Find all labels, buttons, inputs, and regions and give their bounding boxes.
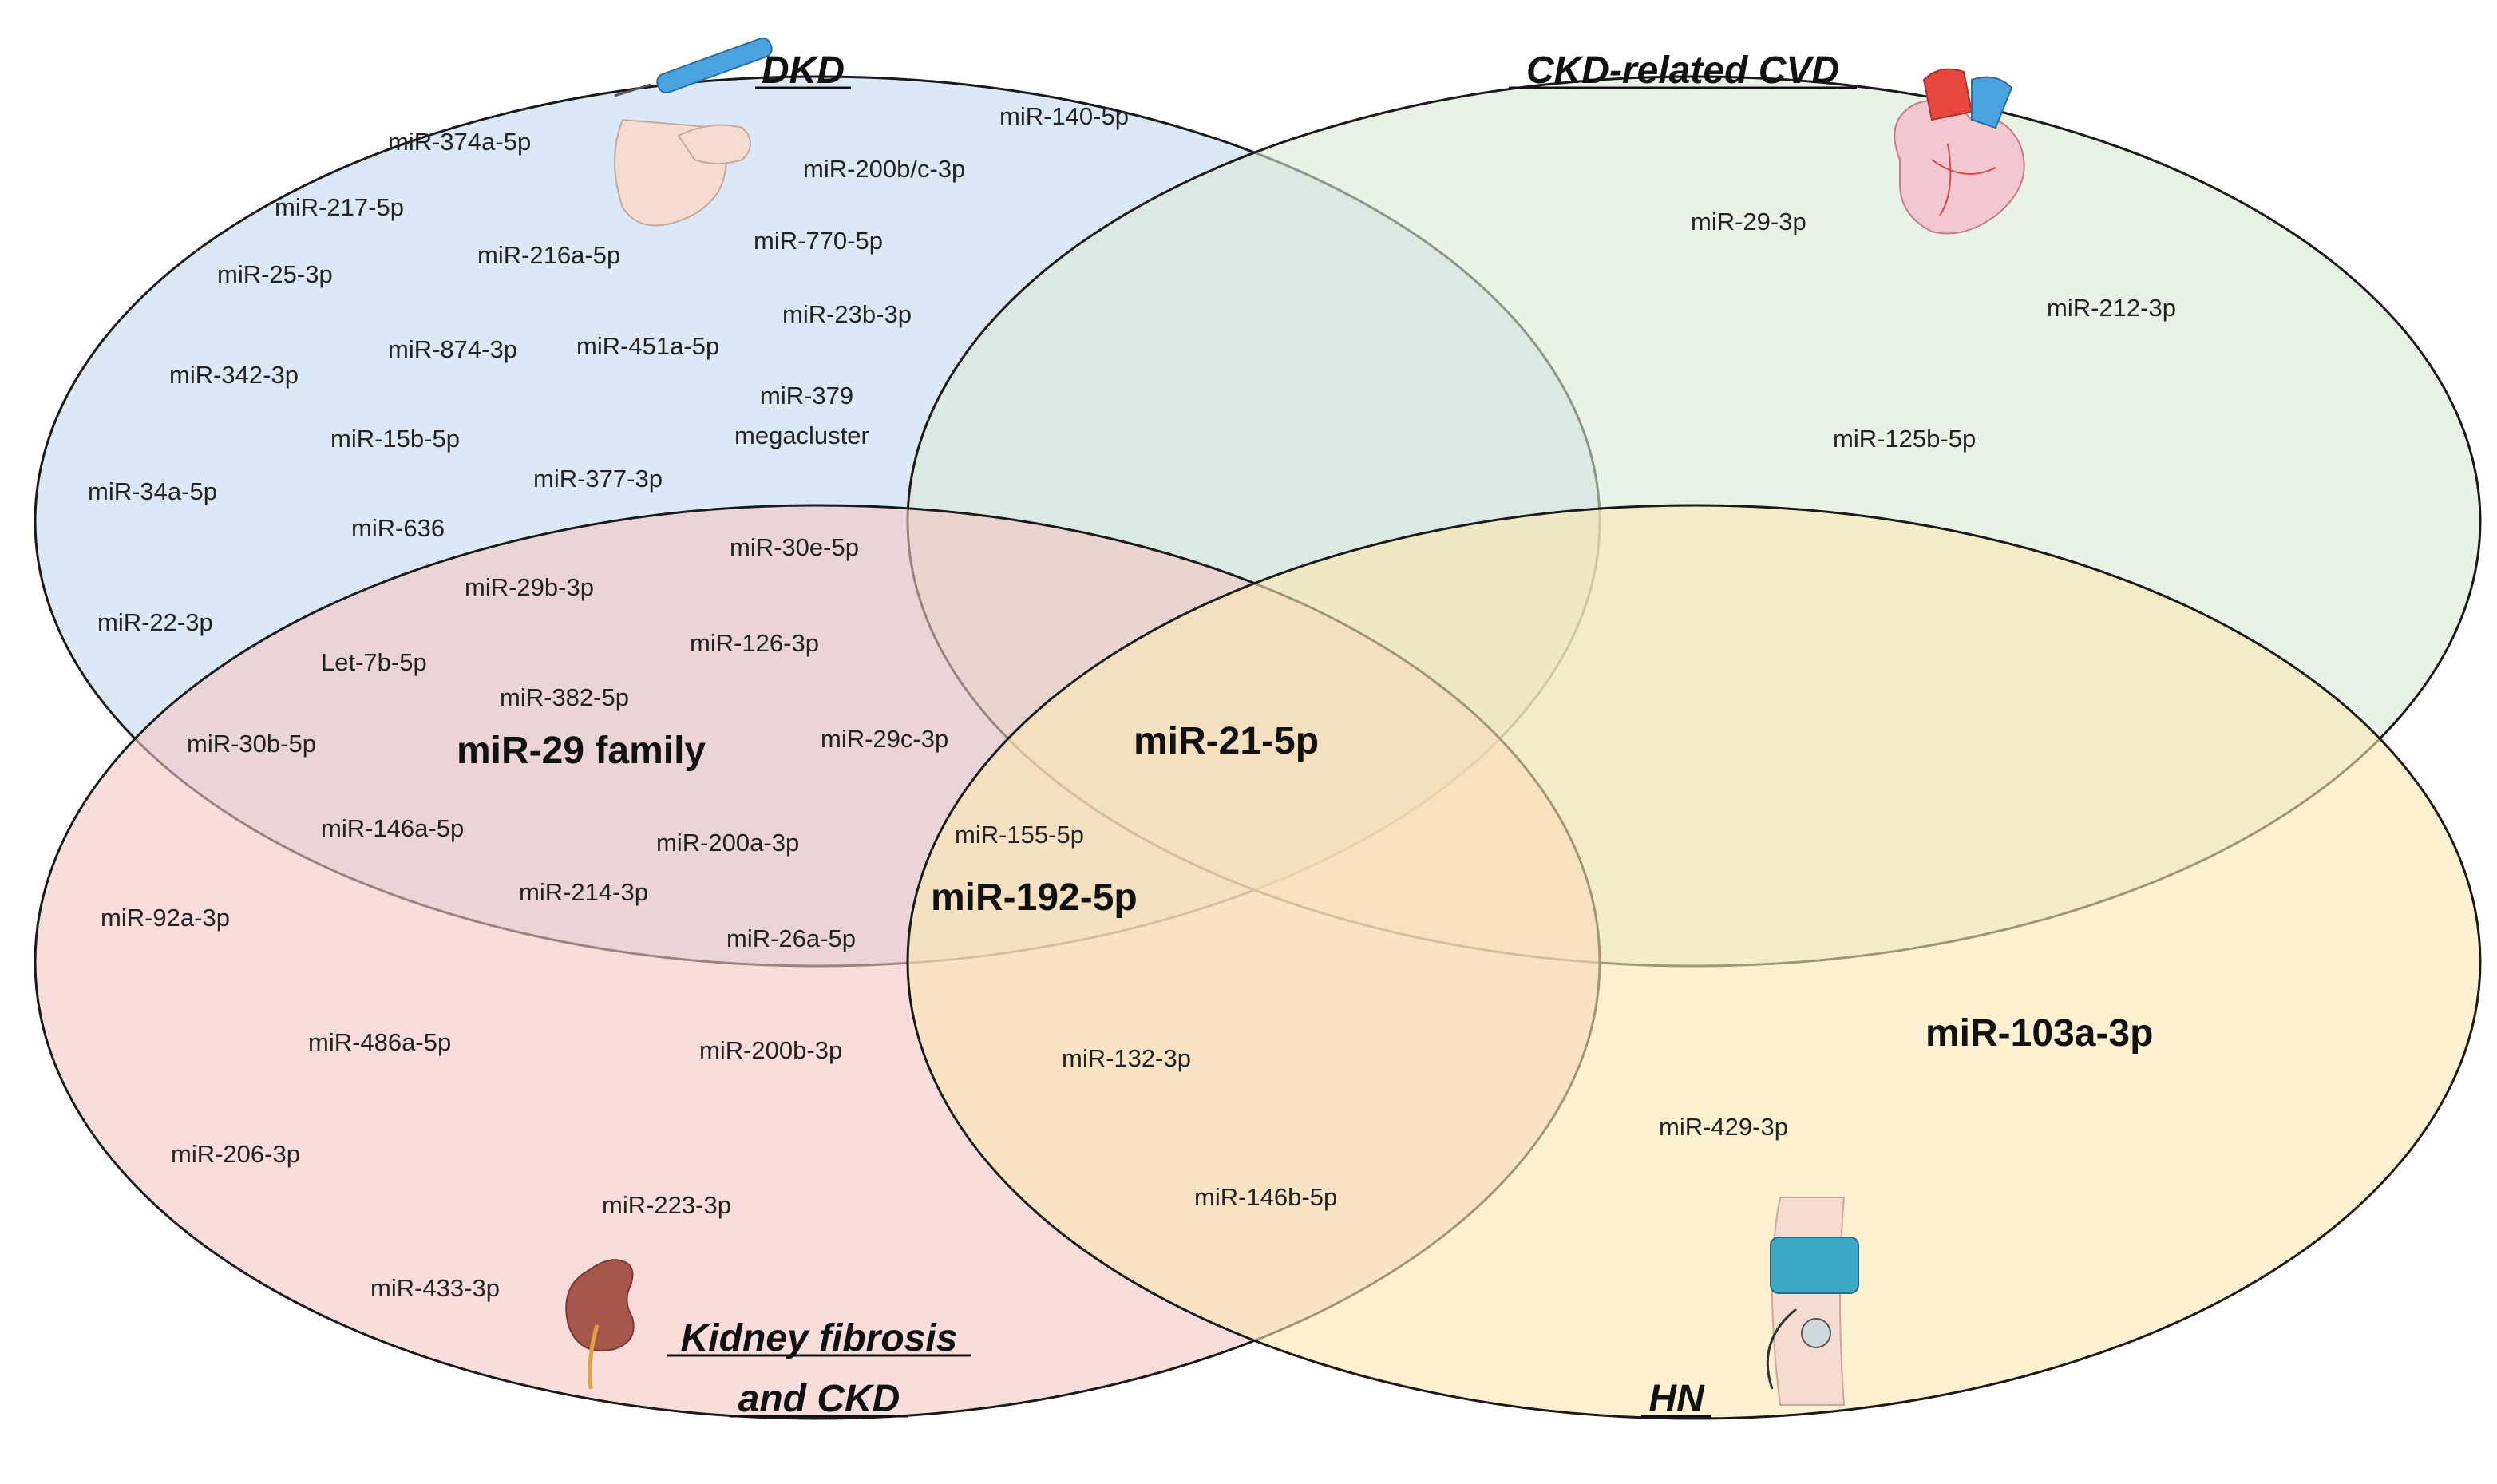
insulin-pen-icon — [614, 37, 773, 227]
mirna-label: miR-15b-5p — [330, 425, 460, 453]
mirna-label: miR-25-3p — [217, 260, 333, 288]
mirna-label: miR-433-3p — [370, 1274, 500, 1302]
mirna-label: miR-214-3p — [519, 878, 648, 906]
mirna-label: miR-30b-5p — [187, 730, 316, 758]
mirna-label: miR-34a-5p — [88, 477, 217, 505]
mirna-label: miR-140-5p — [999, 102, 1129, 130]
mirna-label: megacluster — [734, 421, 869, 449]
blood-pressure-cuff-icon — [1766, 1197, 1859, 1406]
mirna-label: miR-342-3p — [169, 361, 299, 389]
mirna-label: miR-223-3p — [602, 1191, 731, 1219]
mirna-label: miR-132-3p — [1062, 1044, 1191, 1072]
mirna-label: miR-636 — [351, 514, 445, 542]
fibrosis-title-line1: Kidney fibrosis — [681, 1317, 958, 1359]
mirna-bold-label: miR-103a-3p — [1925, 1012, 2153, 1055]
mirna-label: miR-23b-3p — [782, 300, 912, 328]
mirna-label: miR-92a-3p — [101, 904, 230, 932]
mirna-label: miR-429-3p — [1659, 1113, 1788, 1141]
hn-ellipse — [906, 504, 2482, 1420]
kidney-icon — [565, 1258, 635, 1390]
mirna-label: miR-451a-5p — [576, 332, 719, 360]
mirna-bold-label: miR-192-5p — [931, 877, 1138, 919]
mirna-label: miR-200a-3p — [656, 829, 799, 857]
mirna-label: miR-125b-5p — [1833, 425, 1976, 453]
heart-icon — [1894, 68, 2025, 235]
mirna-label: miR-377-3p — [533, 465, 663, 493]
mirna-label: miR-126-3p — [690, 629, 819, 657]
mirna-label: miR-30e-5p — [730, 533, 859, 561]
mirna-label: miR-200b-3p — [699, 1036, 842, 1064]
mirna-label: miR-206-3p — [171, 1140, 300, 1168]
mirna-label: miR-22-3p — [97, 608, 213, 636]
cvd-title: CKD-related CVD — [1526, 49, 1839, 92]
mirna-label: miR-770-5p — [754, 227, 883, 255]
mirna-central-label: miR-21-5p — [1134, 720, 1319, 762]
mirna-label: miR-155-5p — [955, 821, 1084, 849]
mirna-label: miR-374a-5p — [388, 128, 531, 156]
mirna-label: miR-874-3p — [388, 335, 517, 363]
hn-title: HN — [1648, 1378, 1705, 1420]
dkd-title: DKD — [762, 49, 845, 92]
mirna-family-label: miR-29 family — [457, 730, 706, 772]
mirna-label: Let-7b-5p — [321, 648, 427, 676]
mirna-label: miR-216a-5p — [477, 241, 620, 269]
mirna-label: miR-382-5p — [500, 683, 629, 711]
mirna-label: miR-379 — [760, 382, 853, 410]
mirna-label: miR-29c-3p — [821, 725, 948, 753]
mirna-label: miR-146b-5p — [1194, 1183, 1337, 1211]
fibrosis-title-line2: and CKD — [738, 1378, 900, 1420]
mirna-label: miR-29b-3p — [465, 573, 594, 601]
mirna-label: miR-486a-5p — [308, 1028, 451, 1056]
mirna-label: miR-29-3p — [1691, 208, 1806, 235]
mirna-label: miR-200b/c-3p — [803, 155, 965, 183]
mirna-label: miR-26a-5p — [726, 924, 856, 952]
mirna-label: miR-146a-5p — [321, 814, 464, 842]
mirna-label: miR-212-3p — [2047, 294, 2176, 322]
mirna-label: miR-217-5p — [275, 193, 404, 221]
